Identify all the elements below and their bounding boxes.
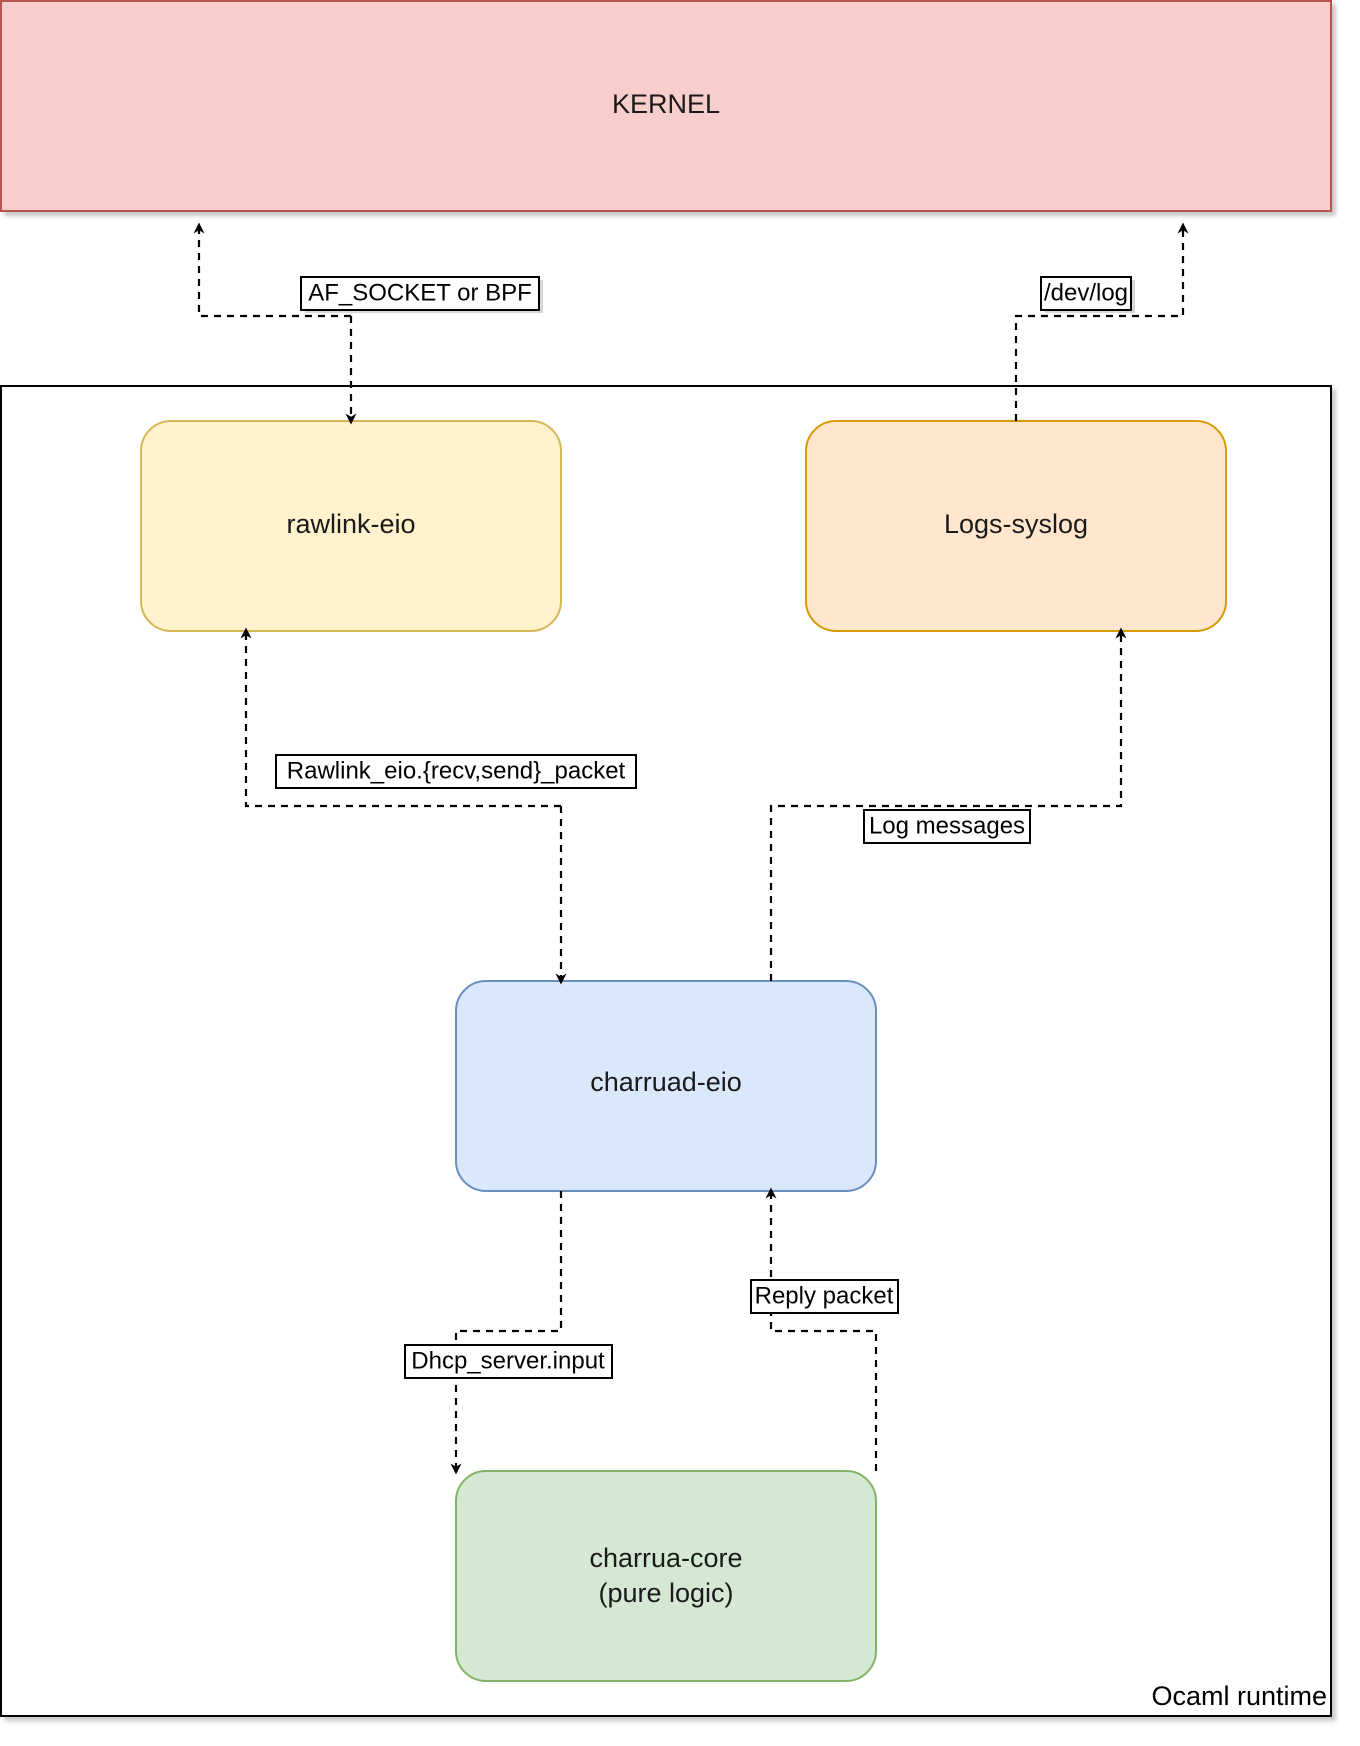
rawlink-packet-edge[interactable]: Rawlink_eio.{recv,send}_packet <box>240 627 637 985</box>
af-socket-edge[interactable]: AF_SOCKET or BPF <box>193 222 543 425</box>
dev-log-connector <box>1014 222 1189 421</box>
dhcp-input-connector <box>450 1191 563 1475</box>
charruad-eio-node[interactable]: charruad-eio <box>455 980 877 1192</box>
reply-packet-edge[interactable]: Reply packet <box>750 1187 899 1471</box>
reply-packet-connector <box>765 1187 878 1471</box>
kernel-label: KERNEL <box>612 89 720 119</box>
kernel-node[interactable]: KERNEL <box>0 0 1332 212</box>
charruad-eio-box <box>455 980 877 1192</box>
rawlink-packet-label: Rawlink_eio.{recv,send}_packet <box>287 757 626 784</box>
af-socket-label-box <box>300 276 540 311</box>
log-messages-label: Log messages <box>869 812 1025 839</box>
dhcp-input-label: Dhcp_server.input <box>411 1347 605 1374</box>
af-socket-connector <box>193 222 351 318</box>
dhcp-input-label-box <box>404 1344 613 1379</box>
ocaml-runtime-label: Ocaml runtime <box>1151 1681 1327 1711</box>
rawlink-eio-label: rawlink-eio <box>286 509 415 539</box>
logs-syslog-label: Logs-syslog <box>944 509 1088 539</box>
dhcp-input-edge[interactable]: Dhcp_server.input <box>404 1191 613 1475</box>
log-messages-label-box <box>863 809 1031 844</box>
charrua-core-label-line1: charrua-core <box>589 1543 742 1573</box>
log-messages-connector <box>769 627 1127 981</box>
charrua-core-node[interactable]: charrua-core (pure logic) <box>455 1470 877 1682</box>
af-socket-label: AF_SOCKET or BPF <box>308 279 532 306</box>
charrua-core-box <box>455 1470 877 1682</box>
rawlink-packet-connector-up <box>240 627 561 808</box>
reply-packet-label: Reply packet <box>755 1282 894 1309</box>
logs-syslog-node[interactable]: Logs-syslog <box>805 420 1227 632</box>
reply-packet-label-box <box>750 1279 899 1314</box>
charrua-core-label-line2: (pure logic) <box>598 1578 733 1608</box>
log-messages-edge[interactable]: Log messages <box>769 627 1127 981</box>
dev-log-label: /dev/log <box>1044 279 1128 306</box>
rawlink-packet-label-box <box>275 754 637 789</box>
rawlink-eio-node[interactable]: rawlink-eio <box>140 420 562 632</box>
dev-log-edge[interactable]: /dev/log <box>1014 222 1189 421</box>
dev-log-label-box <box>1040 276 1132 311</box>
kernel-box <box>0 0 1332 212</box>
charruad-eio-label: charruad-eio <box>590 1067 742 1097</box>
